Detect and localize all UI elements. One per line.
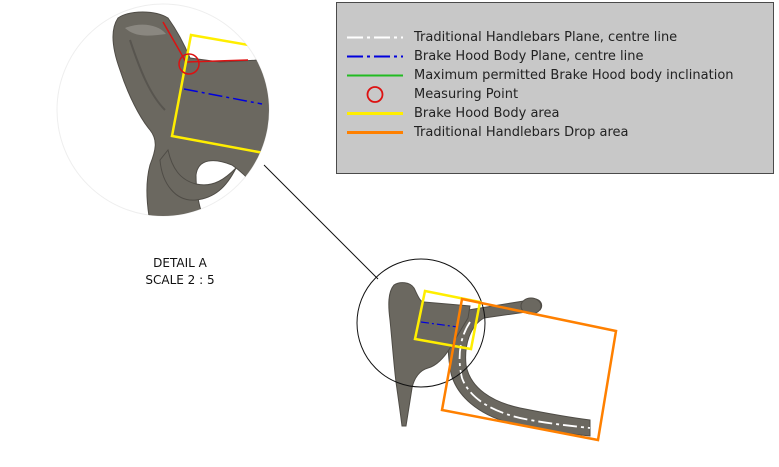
detail-connector-line [263, 164, 379, 280]
orange-line-icon [347, 131, 403, 134]
legend-item-hood-body-area: Brake Hood Body area [337, 104, 775, 123]
legend-label: Brake Hood Body area [414, 106, 560, 121]
dash-dot-white-line-icon [347, 36, 403, 39]
legend-label: Traditional Handlebars Plane, centre lin… [414, 30, 678, 45]
red-circle-icon [366, 86, 384, 103]
traditional-centre-line [458, 321, 591, 429]
legend-item-hood-centre-line: Brake Hood Body Plane, centre line [337, 47, 775, 66]
lever-blade-detail [159, 148, 237, 201]
measuring-point-detail [178, 53, 200, 75]
detail-caption: DETAIL A SCALE 2 : 5 [120, 255, 240, 289]
legend-label: Brake Hood Body Plane, centre line [414, 49, 644, 64]
handlebar-drop [447, 298, 591, 437]
legend-label: Traditional Handlebars Drop area [414, 125, 629, 140]
brake-lever-small [388, 282, 471, 427]
legend-item-measuring-point: Measuring Point [337, 85, 775, 104]
dash-dot-blue-line-icon [347, 55, 403, 58]
hood-centre-line-small [420, 321, 459, 328]
legend-item-drop-area: Traditional Handlebars Drop area [337, 123, 775, 142]
legend-panel: Traditional Handlebars Plane, centre lin… [336, 2, 774, 174]
legend-item-max-inclination: Maximum permitted Brake Hood body inclin… [337, 66, 775, 85]
full-handlebar-view [356, 258, 618, 442]
hood-centre-line-detail [183, 88, 263, 105]
legend-label: Maximum permitted Brake Hood body inclin… [414, 68, 734, 83]
green-line-icon [347, 74, 403, 77]
legend-item-traditional-centre-line: Traditional Handlebars Plane, centre lin… [337, 28, 775, 47]
yellow-line-icon [347, 112, 403, 115]
detail-a-view [56, 3, 270, 217]
handlebar-drop-area [440, 297, 618, 442]
detail-a-marker-circle [356, 258, 486, 388]
detail-title: DETAIL A [153, 256, 207, 270]
legend-label: Measuring Point [414, 87, 519, 102]
detail-scale: SCALE 2 : 5 [145, 273, 215, 287]
